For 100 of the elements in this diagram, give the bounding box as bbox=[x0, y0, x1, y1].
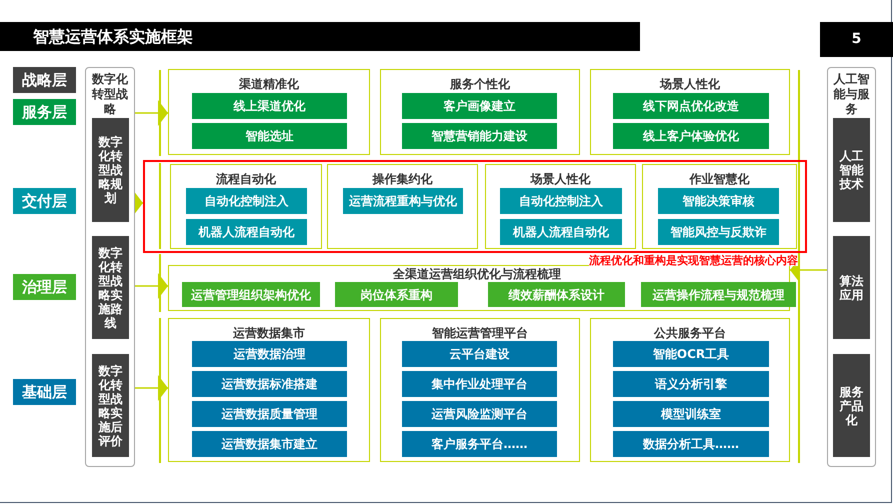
heading-text: 智能运营管理平台 bbox=[432, 325, 528, 342]
item-text: 机器人流程自动化 bbox=[513, 224, 609, 241]
item-text: 岗位体系重构 bbox=[360, 286, 432, 304]
item-box bbox=[192, 341, 347, 367]
title-text: 智慧运营体系实施框架 bbox=[33, 26, 193, 48]
pillar-box bbox=[833, 354, 870, 457]
item-text: 集中作业处理平台 bbox=[432, 376, 528, 393]
item-box bbox=[402, 123, 557, 149]
item-box bbox=[402, 431, 557, 457]
item-text: 基础层 bbox=[22, 382, 67, 403]
layer-label bbox=[13, 274, 76, 300]
category-box bbox=[642, 164, 797, 249]
item-text: 服务层 bbox=[22, 102, 67, 123]
arrow bbox=[133, 190, 143, 216]
pillar-box bbox=[833, 118, 870, 222]
item-text: 模型训练室 bbox=[661, 406, 721, 423]
item-text: 运营数据治理 bbox=[234, 346, 306, 363]
item-text: 数字化转型战略规划 bbox=[98, 135, 124, 205]
item-box bbox=[641, 282, 796, 307]
category-box bbox=[168, 318, 370, 462]
item-text: 数据分析工具…… bbox=[643, 436, 739, 453]
item-box bbox=[186, 219, 307, 245]
item-text: 自动化控制注入 bbox=[204, 193, 288, 210]
item-box bbox=[613, 401, 769, 427]
heading-text: 服务个性化 bbox=[450, 76, 510, 93]
layer-label bbox=[13, 379, 76, 405]
category-box bbox=[380, 318, 580, 462]
arrow bbox=[135, 375, 168, 401]
heading-text: 公共服务平台 bbox=[654, 325, 726, 342]
item-text: 智慧营销能力建设 bbox=[432, 128, 528, 145]
item-box bbox=[488, 282, 625, 307]
item-text: 运营管理组织架构优化 bbox=[191, 286, 311, 304]
pillar-box bbox=[92, 236, 129, 339]
item-text: 线上客户体验优化 bbox=[643, 128, 739, 145]
item-box bbox=[613, 431, 769, 457]
item-text: 自动化控制注入 bbox=[519, 193, 603, 210]
layer-label bbox=[13, 99, 76, 125]
arrow bbox=[135, 100, 168, 126]
item-text: 语义分析引擎 bbox=[655, 376, 727, 393]
item-text: 服务产品化 bbox=[838, 384, 864, 426]
item-box bbox=[613, 123, 769, 149]
pillar-box bbox=[833, 236, 870, 339]
item-text: 治理层 bbox=[22, 276, 67, 298]
item-box bbox=[500, 219, 622, 245]
item-text: 数字化转型战略实施路线 bbox=[98, 246, 124, 330]
page-number: 5 bbox=[852, 30, 862, 49]
item-box bbox=[186, 188, 307, 214]
heading-text: 操作集约化 bbox=[372, 171, 432, 188]
heading-text: 作业智慧化 bbox=[690, 171, 750, 188]
item-text: 数字化转型战略实施后评价 bbox=[98, 364, 124, 448]
item-box bbox=[182, 282, 320, 307]
heading-text: 流程自动化 bbox=[216, 171, 276, 188]
side-panel bbox=[827, 67, 876, 467]
pillar-box bbox=[92, 118, 129, 222]
item-box bbox=[613, 341, 769, 367]
item-box bbox=[658, 219, 779, 245]
category-box bbox=[485, 164, 636, 249]
item-text: 运营数据集市建立 bbox=[222, 436, 318, 453]
heading-text: 场景人性化 bbox=[530, 171, 590, 188]
item-box bbox=[192, 371, 347, 397]
item-text: 线上渠道优化 bbox=[234, 98, 306, 115]
heading-text: 渠道精准化 bbox=[239, 76, 299, 93]
item-box bbox=[192, 401, 347, 427]
item-text: 运营流程重构与优化 bbox=[349, 193, 457, 210]
item-box bbox=[500, 188, 622, 214]
item-text: 绩效薪酬体系设计 bbox=[508, 286, 604, 304]
heading-text: 场景人性化 bbox=[660, 76, 720, 93]
category-box bbox=[168, 69, 370, 155]
layer-label bbox=[13, 67, 76, 93]
item-text: 智能OCR工具 bbox=[652, 346, 730, 363]
item-box bbox=[402, 93, 557, 119]
heading-text: 数字化转型战略 bbox=[91, 71, 129, 117]
item-text: 人工智能技术 bbox=[838, 149, 864, 191]
item-text: 机器人流程自动化 bbox=[198, 224, 294, 241]
item-box bbox=[658, 188, 779, 214]
item-text: 智能风控与反欺诈 bbox=[670, 224, 766, 241]
item-text: 战略层 bbox=[22, 70, 67, 91]
heading-text: 运营数据集市 bbox=[233, 325, 305, 342]
item-box bbox=[402, 401, 557, 427]
heading-text: 人工智能与服务 bbox=[832, 71, 870, 117]
item-text: 运营数据标准搭建 bbox=[222, 376, 318, 393]
item-box bbox=[613, 93, 769, 119]
item-box bbox=[192, 93, 347, 119]
item-text: 客户画像建立 bbox=[444, 98, 516, 115]
item-box bbox=[343, 188, 463, 214]
item-text: 算法应用 bbox=[838, 274, 864, 302]
side-panel bbox=[85, 67, 135, 467]
item-box bbox=[335, 282, 458, 307]
item-box bbox=[402, 341, 557, 367]
item-text: 云平台建设 bbox=[450, 346, 510, 363]
item-text: 运营操作流程与规范梳理 bbox=[652, 286, 784, 304]
pillar-box bbox=[92, 354, 129, 457]
note-text: 流程优化和重构是实现智慧运营的核心内容 bbox=[589, 255, 798, 266]
heading-text: 全渠道运营组织优化与流程梳理 bbox=[393, 266, 561, 282]
item-box bbox=[613, 371, 769, 397]
item-box bbox=[192, 431, 347, 457]
category-box bbox=[590, 69, 790, 155]
category-box bbox=[170, 164, 322, 249]
item-text: 运营风险监测平台 bbox=[432, 406, 528, 423]
item-text: 客户服务平台…… bbox=[432, 436, 528, 453]
